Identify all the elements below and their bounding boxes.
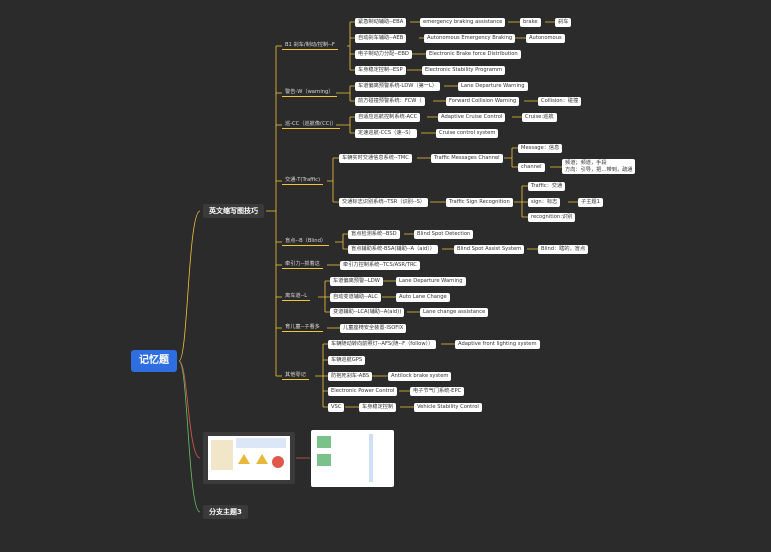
node-subtopic-1[interactable]: 子主题1	[578, 198, 603, 207]
warning-icon	[256, 454, 268, 464]
root-topic[interactable]: 记忆题	[131, 350, 177, 372]
node-sign[interactable]: sign：标志	[528, 198, 561, 207]
topic-lane[interactable]: 离车道--L	[282, 292, 311, 301]
node-esp[interactable]: 车身稳定控制--ESP	[355, 66, 406, 75]
stop-icon	[272, 456, 284, 468]
topic-blind[interactable]: 盲点--B（Blind）	[282, 237, 330, 246]
node-abs[interactable]: 防抱死刹车-ABS	[328, 372, 373, 381]
node-fcw[interactable]: 前方碰撞预警系统：FCW（	[355, 97, 425, 106]
node-tmc[interactable]: 车辆实时交通信息系统--TMC	[339, 154, 412, 163]
node-recognition[interactable]: recognition:识别	[528, 213, 576, 222]
node-ebd[interactable]: 电子制动力分配--EBD	[355, 50, 412, 59]
node-isofix[interactable]: 儿童座椅安全装置-ISOFIX	[340, 324, 407, 333]
node-vsc-cn[interactable]: 车身稳定控制	[359, 403, 397, 412]
node-esp-en[interactable]: Electronic Stability Programm	[422, 66, 506, 75]
node-tmc-en[interactable]: Traffic Messages Channel	[431, 154, 503, 163]
node-tsr-en[interactable]: Traffic Sign Recognition	[446, 198, 513, 207]
topic-traction[interactable]: 牵引力--抓着这	[282, 260, 323, 269]
node-alc[interactable]: 自动变道辅助--ALC	[330, 293, 381, 302]
node-epc-en[interactable]: Electronic Power Control	[328, 387, 398, 396]
node-acc-en[interactable]: Adaptive Cruise Control	[438, 113, 506, 122]
node-ccs[interactable]: 定速巡航-CCS（速--S）	[355, 129, 417, 138]
node-bsd-en[interactable]: Blind Spot Detection	[414, 230, 474, 239]
topic-warning[interactable]: 警告-W（warning）	[282, 88, 337, 97]
node-ebd-en[interactable]: Electronic Brake force Distribution	[426, 50, 521, 59]
node-eba-en[interactable]: emergency braking assistance	[420, 18, 506, 27]
node-vsc-en[interactable]: Vehicle Stability Control	[414, 403, 482, 412]
node-bsa[interactable]: 盲点辅助系统-BSA(辅助--A（aid））	[348, 245, 438, 254]
node-aeb[interactable]: 自动刹车辅助--AEB	[355, 34, 407, 43]
warning-icon	[238, 454, 250, 464]
node-epc[interactable]: 电子节气门系统-EPC	[410, 387, 465, 396]
node-channel[interactable]: channel	[518, 163, 545, 172]
node-ldw-en[interactable]: Lane Departure Warning	[458, 82, 528, 91]
node-brake-cn[interactable]: 刹车	[555, 18, 572, 27]
topic-traffic[interactable]: 交通-T(Traffic)	[282, 176, 324, 185]
node-ldw[interactable]: 车道偏离预警系统-LDW（第一L）	[355, 82, 441, 91]
node-lk-ldw-en[interactable]: Lane Departure Warning	[396, 277, 466, 286]
node-alc-en[interactable]: Auto Lane Change	[396, 293, 450, 302]
node-bsd[interactable]: 盲点检测系统--BSD	[348, 230, 400, 239]
branch-topic-3[interactable]: 分支主题3	[203, 505, 248, 519]
node-gps[interactable]: 车辆巡航GPS	[328, 356, 366, 365]
image-thumbnail-2[interactable]	[311, 430, 394, 487]
node-collision[interactable]: Collision：碰撞	[538, 97, 582, 106]
node-lk-ldw[interactable]: 车道偏离预警--LDW	[330, 277, 383, 286]
node-bsa-en[interactable]: Blind Spot Assist System	[454, 245, 525, 254]
node-afs-en[interactable]: Adaptive front lighting system	[455, 340, 540, 349]
image-content	[208, 436, 290, 480]
node-brake[interactable]: brake	[520, 18, 541, 27]
topic-cruise[interactable]: 巡-CC（巡航像(CC)）	[282, 120, 340, 129]
node-lca-en[interactable]: Lane change assistance	[420, 308, 489, 317]
node-lca[interactable]: 变道辅助--LCA(辅助--A(aid))	[330, 308, 405, 317]
node-ccs-en[interactable]: Cruise control system	[436, 129, 499, 138]
image-thumbnail-1[interactable]	[203, 432, 295, 484]
node-cruise[interactable]: Cruise:巡航	[522, 113, 557, 122]
topic-other[interactable]: 其他零记	[282, 371, 309, 380]
node-message[interactable]: Message：信息	[518, 144, 563, 153]
branch-english-abbrev[interactable]: 英文缩写图技巧	[203, 204, 264, 218]
node-afs[interactable]: 车辆随动转向前照灯--AFS(随--F（follow））	[328, 340, 437, 349]
topic-brake[interactable]: B1 刹车/制动/控制--F	[282, 41, 338, 50]
node-vsc[interactable]: VSC	[328, 403, 345, 412]
node-channel-meaning[interactable]: 频道；频道，手段 方向：引导，把…带到，疏通	[562, 159, 636, 174]
node-tcs[interactable]: 牵引力控制系统--TCS/ASR/TRC	[340, 261, 420, 270]
node-autonomous[interactable]: Autonomous	[526, 34, 565, 43]
node-abs-en[interactable]: Antilock brake system	[388, 372, 452, 381]
node-blind[interactable]: Blind：瞎的，盲点	[538, 245, 589, 254]
topic-child[interactable]: 育儿童--子看多	[282, 323, 323, 332]
node-tsr[interactable]: 交通标志识别系统--TSR（识别--S）	[339, 198, 429, 207]
node-aeb-en[interactable]: Autonomous Emergency Braking	[424, 34, 516, 43]
node-traffic[interactable]: Traffic：交通	[528, 182, 566, 191]
node-fcw-en[interactable]: Forward Collision Warning	[446, 97, 520, 106]
node-acc[interactable]: 自适应巡航控制系统-ACC	[355, 113, 421, 122]
node-eba[interactable]: 紧急制动辅助--EBA	[355, 18, 407, 27]
